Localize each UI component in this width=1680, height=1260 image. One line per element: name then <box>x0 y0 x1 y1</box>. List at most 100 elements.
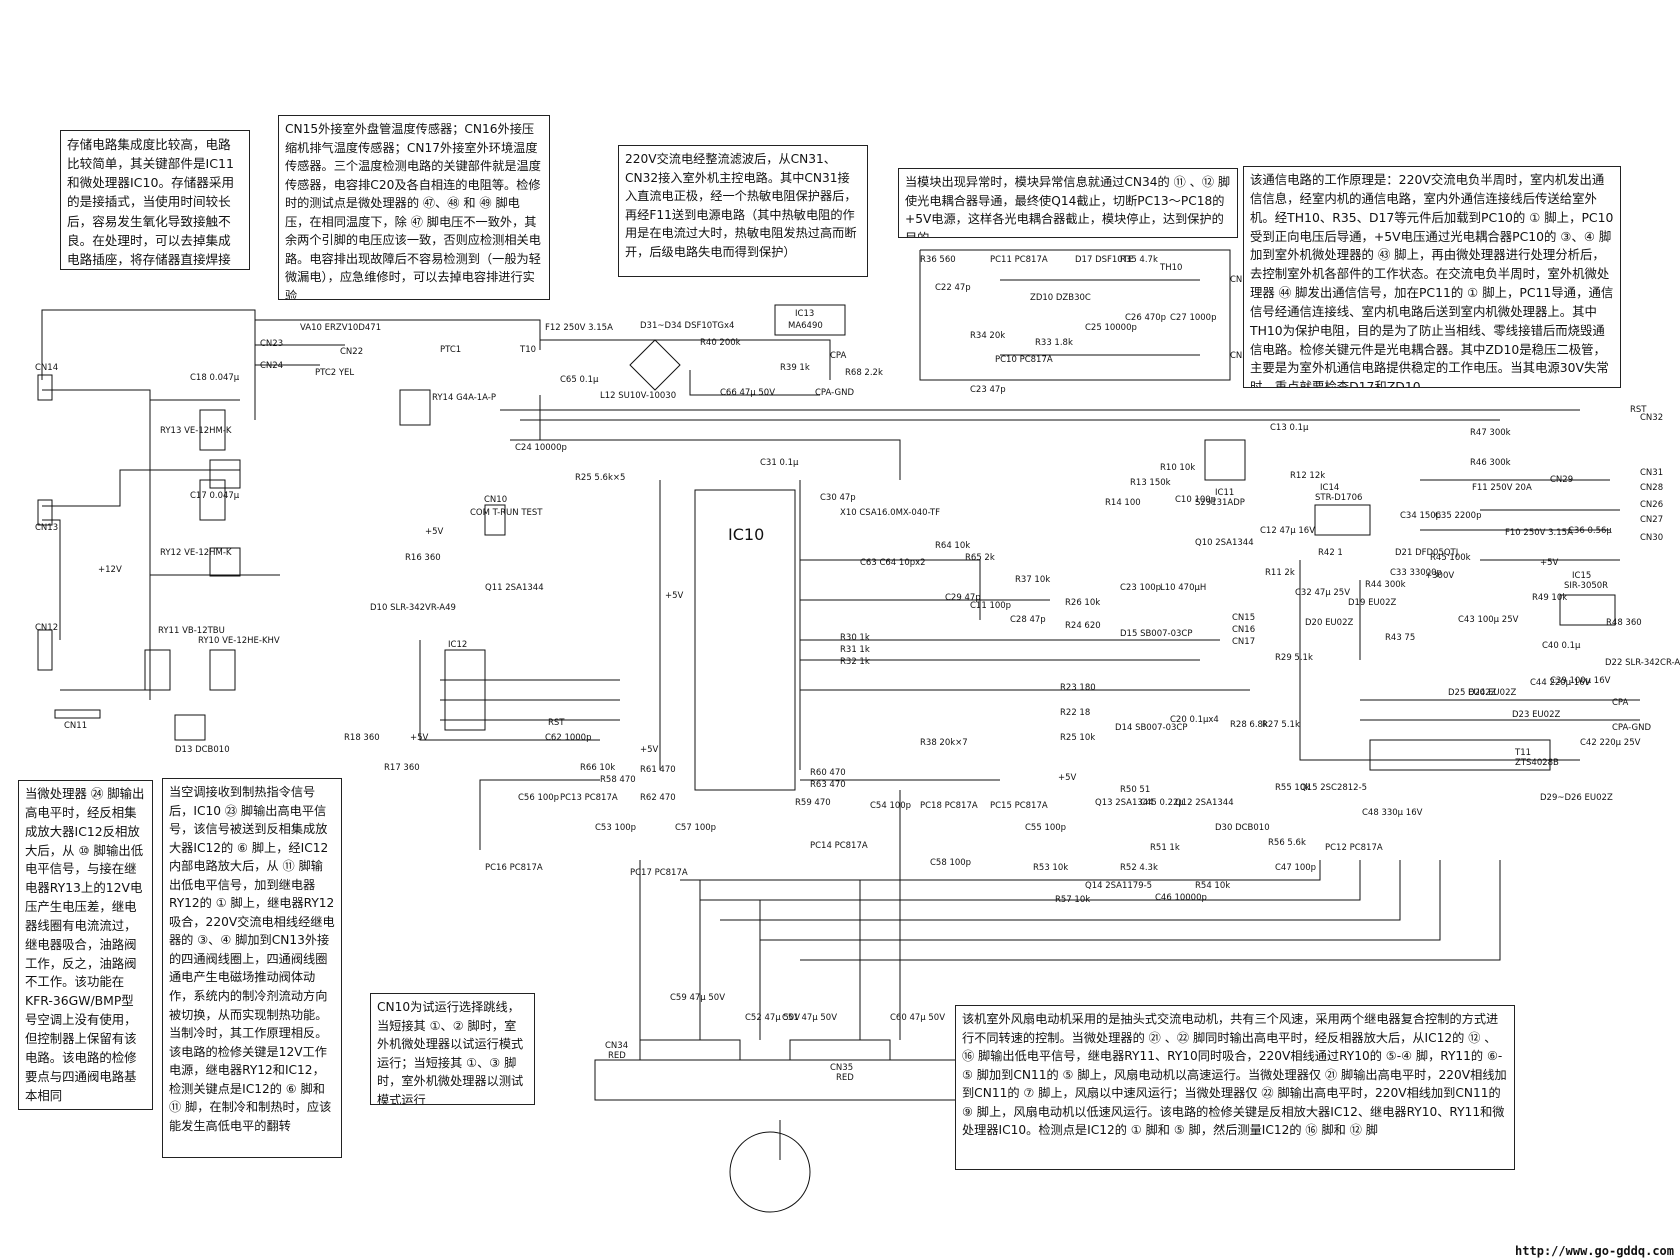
svg-text:R16 360: R16 360 <box>405 553 441 563</box>
svg-text:PC13 PC817A: PC13 PC817A <box>560 793 618 803</box>
svg-text:D24 EU02Z: D24 EU02Z <box>1468 688 1516 698</box>
svg-text:R48 360: R48 360 <box>1606 618 1642 628</box>
svg-text:PC10 PC817A: PC10 PC817A <box>995 355 1053 365</box>
svg-text:CN10: CN10 <box>484 495 507 505</box>
svg-text:MA6490: MA6490 <box>788 321 823 331</box>
svg-text:R22 18: R22 18 <box>1060 708 1090 718</box>
svg-text:C26 470p: C26 470p <box>1125 313 1166 323</box>
svg-text:C66 47μ 50V: C66 47μ 50V <box>720 388 775 398</box>
svg-text:R33 1.8k: R33 1.8k <box>1035 338 1073 348</box>
svg-text:C56 100p: C56 100p <box>518 793 559 803</box>
svg-text:PTC2 YEL: PTC2 YEL <box>315 368 354 378</box>
svg-text:R68 2.2k: R68 2.2k <box>845 368 883 378</box>
svg-text:+5V: +5V <box>1540 558 1559 568</box>
svg-text:Q12 2SA1344: Q12 2SA1344 <box>1175 798 1234 808</box>
svg-text:C20 0.1μx4: C20 0.1μx4 <box>1170 715 1219 725</box>
svg-text:R25 5.6k×5: R25 5.6k×5 <box>575 473 625 483</box>
svg-text:+5V: +5V <box>1058 773 1077 783</box>
svg-text:CN18: CN18 <box>1230 275 1253 285</box>
svg-text:CN12: CN12 <box>35 623 58 633</box>
svg-text:C25 10000p: C25 10000p <box>1085 323 1137 333</box>
svg-text:R18 360: R18 360 <box>344 733 380 743</box>
svg-text:CN35: CN35 <box>830 1063 853 1073</box>
svg-text:+12V: +12V <box>98 565 122 575</box>
svg-text:R29 5.1k: R29 5.1k <box>1275 653 1313 663</box>
svg-text:RY12 VE-12HM-K: RY12 VE-12HM-K <box>160 548 232 558</box>
svg-text:VA10 ERZV10D471: VA10 ERZV10D471 <box>300 323 381 333</box>
svg-text:R53 10k: R53 10k <box>1033 863 1068 873</box>
bridge-rectifier: D31~D34 DSF10TGx4 <box>629 321 734 391</box>
svg-text:R44 300k: R44 300k <box>1365 580 1406 590</box>
svg-text:COM T-RUN TEST: COM T-RUN TEST <box>470 508 543 518</box>
svg-text:R14 100: R14 100 <box>1105 498 1141 508</box>
svg-text:RST: RST <box>548 718 565 728</box>
svg-text:R60 470: R60 470 <box>810 768 846 778</box>
svg-text:CN29: CN29 <box>1550 475 1573 485</box>
svg-text:R43 75: R43 75 <box>1385 633 1415 643</box>
component-labels: VA10 ERZV10D471 F12 250V 3.15A R40 200k … <box>190 255 1680 1023</box>
svg-text:C63 C64 10px2: C63 C64 10px2 <box>860 558 926 568</box>
svg-text:C23 100p: C23 100p <box>1120 583 1161 593</box>
svg-text:R65 2k: R65 2k <box>965 553 995 563</box>
svg-text:CN23: CN23 <box>260 339 283 349</box>
svg-text:IC15: IC15 <box>1572 571 1591 581</box>
note-four-way-valve: 当空调接收到制热指令信号后，IC10 ㉓ 脚输出高电平信号，该信号被送到反相集成… <box>162 778 342 1158</box>
svg-text:Q14 2SA1179-5: Q14 2SA1179-5 <box>1085 881 1152 891</box>
svg-text:+5V: +5V <box>410 733 429 743</box>
svg-text:D17 DSF10TE: D17 DSF10TE <box>1075 255 1133 265</box>
svg-text:D31~D34 DSF10TGx4: D31~D34 DSF10TGx4 <box>640 321 734 331</box>
svg-text:+5V: +5V <box>640 745 659 755</box>
svg-text:CN34: CN34 <box>605 1041 628 1051</box>
svg-text:C58 100p: C58 100p <box>930 858 971 868</box>
svg-text:PC14 PC817A: PC14 PC817A <box>810 841 868 851</box>
svg-text:R61 470: R61 470 <box>640 765 676 775</box>
svg-text:CN31: CN31 <box>1640 468 1663 478</box>
svg-text:CPA-GND: CPA-GND <box>815 388 854 398</box>
svg-text:R27 5.1k: R27 5.1k <box>1262 720 1300 730</box>
ic10-chip: IC10 <box>694 489 796 791</box>
svg-text:R62 470: R62 470 <box>640 793 676 803</box>
svg-text:RED: RED <box>836 1073 854 1083</box>
svg-text:R55 10k: R55 10k <box>1275 783 1310 793</box>
svg-text:R58 470: R58 470 <box>600 775 636 785</box>
svg-text:CN22: CN22 <box>340 347 363 357</box>
svg-text:+300V: +300V <box>1425 571 1454 581</box>
svg-text:C55 100p: C55 100p <box>1025 823 1066 833</box>
svg-text:PC16 PC817A: PC16 PC817A <box>485 863 543 873</box>
svg-text:CN27: CN27 <box>1640 515 1663 525</box>
svg-text:C57 100p: C57 100p <box>675 823 716 833</box>
note-power-supply: 220V交流电经整流滤波后，从CN31、CN32接入室外机主控电路。其中CN31… <box>618 145 868 277</box>
svg-text:R17 360: R17 360 <box>384 763 420 773</box>
svg-text:Q13 2SA1344: Q13 2SA1344 <box>1095 798 1154 808</box>
svg-text:Q11 2SA1344: Q11 2SA1344 <box>485 583 544 593</box>
footer-url: http://www.go-gddq.com <box>1515 1244 1674 1258</box>
svg-text:R51 1k: R51 1k <box>1150 843 1180 853</box>
svg-text:R28 6.8k: R28 6.8k <box>1230 720 1268 730</box>
svg-text:Q10 2SA1344: Q10 2SA1344 <box>1195 538 1254 548</box>
svg-text:CN13: CN13 <box>35 523 58 533</box>
note-storage-circuit: 存储电路集成度比较高，电路比较简单，其关键部件是IC11和微处理器IC10。存储… <box>60 130 250 270</box>
svg-text:R13 150k: R13 150k <box>1130 478 1171 488</box>
svg-text:C28 47p: C28 47p <box>1010 615 1046 625</box>
svg-text:L12 SU10V-10030: L12 SU10V-10030 <box>600 391 676 401</box>
note-test-run-jumper: CN10为试运行选择跳线，当短接其 ①、② 脚时，室外机微处理器以试运行模式运行… <box>370 993 535 1105</box>
svg-text:R54 10k: R54 10k <box>1195 881 1230 891</box>
svg-text:R12 12k: R12 12k <box>1290 471 1325 481</box>
svg-text:C27 1000p: C27 1000p <box>1170 313 1216 323</box>
svg-text:R59 470: R59 470 <box>795 798 831 808</box>
cn10-jumper: CN10 <box>484 495 507 536</box>
svg-text:D10 SLR-342VR-A49: D10 SLR-342VR-A49 <box>370 603 456 613</box>
svg-text:RY14 G4A-1A-P: RY14 G4A-1A-P <box>432 393 496 403</box>
svg-text:CN14: CN14 <box>35 363 58 373</box>
svg-text:R46 300k: R46 300k <box>1470 458 1511 468</box>
svg-text:TH10: TH10 <box>1159 263 1182 273</box>
ic15-chip: IC15 SIR-3050R <box>1559 571 1616 626</box>
svg-text:D19 EU02Z: D19 EU02Z <box>1348 598 1396 608</box>
svg-text:PC18 PC817A: PC18 PC817A <box>920 801 978 811</box>
svg-text:C36 0.56μ: C36 0.56μ <box>1568 526 1612 536</box>
note-communication-circuit: 该通信电路的工作原理是：220V交流电负半周时，室内机发出通信信息，经室内机的通… <box>1243 166 1621 388</box>
svg-text:C39 100μ 16V: C39 100μ 16V <box>1550 676 1611 686</box>
svg-text:CN30: CN30 <box>1640 533 1663 543</box>
svg-text:C12 47μ 16V: C12 47μ 16V <box>1260 526 1315 536</box>
